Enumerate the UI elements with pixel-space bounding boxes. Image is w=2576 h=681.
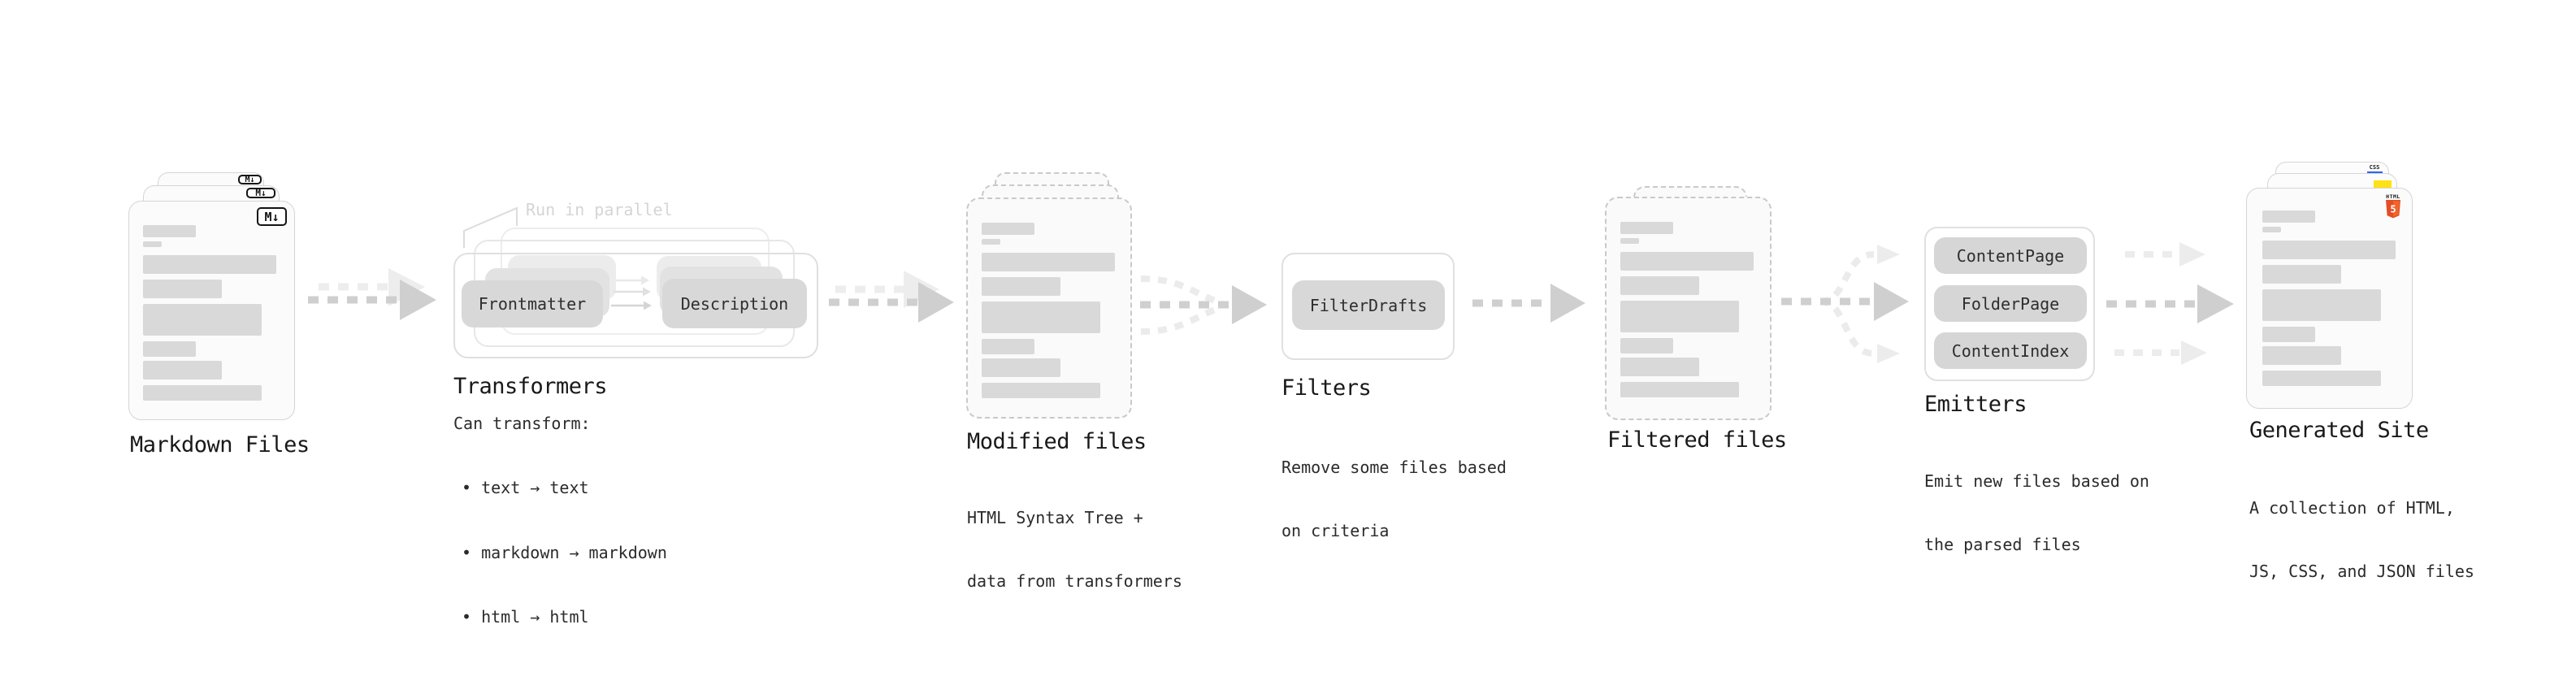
html5-icon: HTML 5: [2383, 193, 2403, 220]
flow-arrow-filtered-to-emitters: [1781, 245, 1909, 363]
emitters-label: Emitters: [1924, 392, 2027, 417]
markdown-icon: M↓: [257, 207, 287, 226]
css-icon-text: CSS: [2369, 164, 2380, 171]
placeholder-bar: [2262, 241, 2396, 259]
placeholder-bar: [982, 223, 1034, 235]
markdown-icon-glyph: M↓: [255, 188, 267, 198]
transformers-label: Transformers: [453, 374, 608, 399]
markdown-icon-glyph: M↓: [264, 209, 280, 224]
generated-site-description: A collection of HTML, JS, CSS, and JSON …: [2249, 455, 2474, 624]
transformer-layer-front: [453, 253, 818, 358]
placeholder-bar: [2262, 346, 2341, 365]
placeholder-bar: [982, 277, 1060, 296]
description-line: A collection of HTML,: [2249, 498, 2455, 518]
placeholder-bar: [143, 341, 196, 357]
filtered-file-card-front: [1605, 197, 1772, 420]
css-icon: CSS: [2366, 165, 2383, 174]
placeholder-bar: [982, 358, 1060, 377]
placeholder-bar: [982, 339, 1034, 354]
run-in-parallel-note: Run in parallel: [526, 200, 673, 219]
placeholder-bar: [1620, 222, 1673, 234]
description-line: HTML Syntax Tree +: [967, 508, 1143, 527]
generated-file-card-html: HTML 5: [2246, 188, 2413, 409]
description-line: data from transformers: [967, 571, 1182, 591]
placeholder-bar: [143, 255, 276, 274]
description-line: the parsed files: [1924, 535, 2081, 554]
content-index-step: ContentIndex: [1934, 332, 2087, 369]
description-step: Description: [662, 279, 807, 328]
placeholder-bar: [2262, 210, 2315, 223]
description-line: Remove some files based: [1281, 458, 1507, 477]
modified-files-description: HTML Syntax Tree + data from transformer…: [967, 465, 1182, 634]
flow-arrow-transformers-to-modified: [829, 271, 954, 323]
transformers-description: Can transform:: [453, 414, 591, 433]
placeholder-bar: [143, 385, 262, 401]
markdown-icon: M↓: [238, 175, 262, 184]
description-line: on criteria: [1281, 521, 1390, 540]
placeholder-bar: [982, 301, 1100, 333]
filtered-files-label: Filtered files: [1607, 427, 1787, 453]
placeholder-bar: [143, 304, 262, 336]
placeholder-bar: [143, 225, 196, 237]
placeholder-bar: [2262, 265, 2341, 284]
description-line: Emit new files based on: [1924, 471, 2149, 491]
emitters-description: Emit new files based on the parsed files: [1924, 428, 2149, 597]
placeholder-bar: [143, 241, 162, 247]
placeholder-bar: [1620, 382, 1739, 397]
markdown-file-card-front: M↓: [128, 201, 295, 420]
placeholder-bar: [1620, 276, 1699, 295]
placeholder-bar: [1620, 301, 1739, 332]
flow-arrow-emitters-to-generated: [2106, 242, 2234, 365]
markdown-icon: M↓: [246, 188, 275, 198]
content-page-step: ContentPage: [1934, 237, 2087, 274]
placeholder-bar: [982, 239, 1000, 245]
markdown-icon-glyph: M↓: [245, 175, 255, 184]
bullet-item: • html → html: [462, 607, 589, 627]
flow-arrow-filters-to-filtered: [1472, 284, 1585, 323]
placeholder-bar: [1620, 338, 1673, 354]
modified-file-card-front: [966, 197, 1132, 419]
placeholder-bar: [143, 361, 222, 380]
placeholder-bar: [982, 383, 1100, 398]
svg-text:5: 5: [2390, 204, 2396, 215]
placeholder-bar: [1620, 358, 1699, 376]
css-icon-bar: [2366, 171, 2383, 174]
markdown-files-label: Markdown Files: [130, 432, 310, 458]
placeholder-bar: [1620, 238, 1639, 244]
js-icon: [2374, 180, 2392, 188]
filters-label: Filters: [1281, 375, 1372, 401]
generated-site-label: Generated Site: [2249, 418, 2429, 443]
placeholder-bar: [982, 253, 1115, 271]
bullet-item: • text → text: [462, 478, 589, 497]
flow-arrow-modified-to-filters: [1140, 275, 1267, 335]
folder-page-step: FolderPage: [1934, 285, 2087, 322]
description-line: JS, CSS, and JSON files: [2249, 562, 2474, 581]
frontmatter-step: Frontmatter: [462, 280, 603, 327]
bullet-item: • markdown → markdown: [462, 542, 667, 562]
placeholder-bar: [143, 280, 222, 298]
placeholder-bar: [1620, 252, 1754, 271]
filters-description: Remove some files based on criteria: [1281, 414, 1507, 583]
modified-files-label: Modified files: [967, 429, 1147, 454]
placeholder-bar: [2262, 327, 2315, 342]
html5-shield: 5: [2386, 200, 2400, 219]
placeholder-bar: [2262, 227, 2281, 232]
filter-drafts-step: FilterDrafts: [1292, 280, 1445, 330]
flow-arrow-markdown-to-transformers: [308, 268, 436, 320]
placeholder-bar: [2262, 371, 2381, 386]
placeholder-bar: [2262, 289, 2381, 321]
html5-icon-text: HTML: [2386, 193, 2400, 200]
transformers-bullet-list: • text → text • markdown → markdown • ht…: [462, 434, 667, 671]
